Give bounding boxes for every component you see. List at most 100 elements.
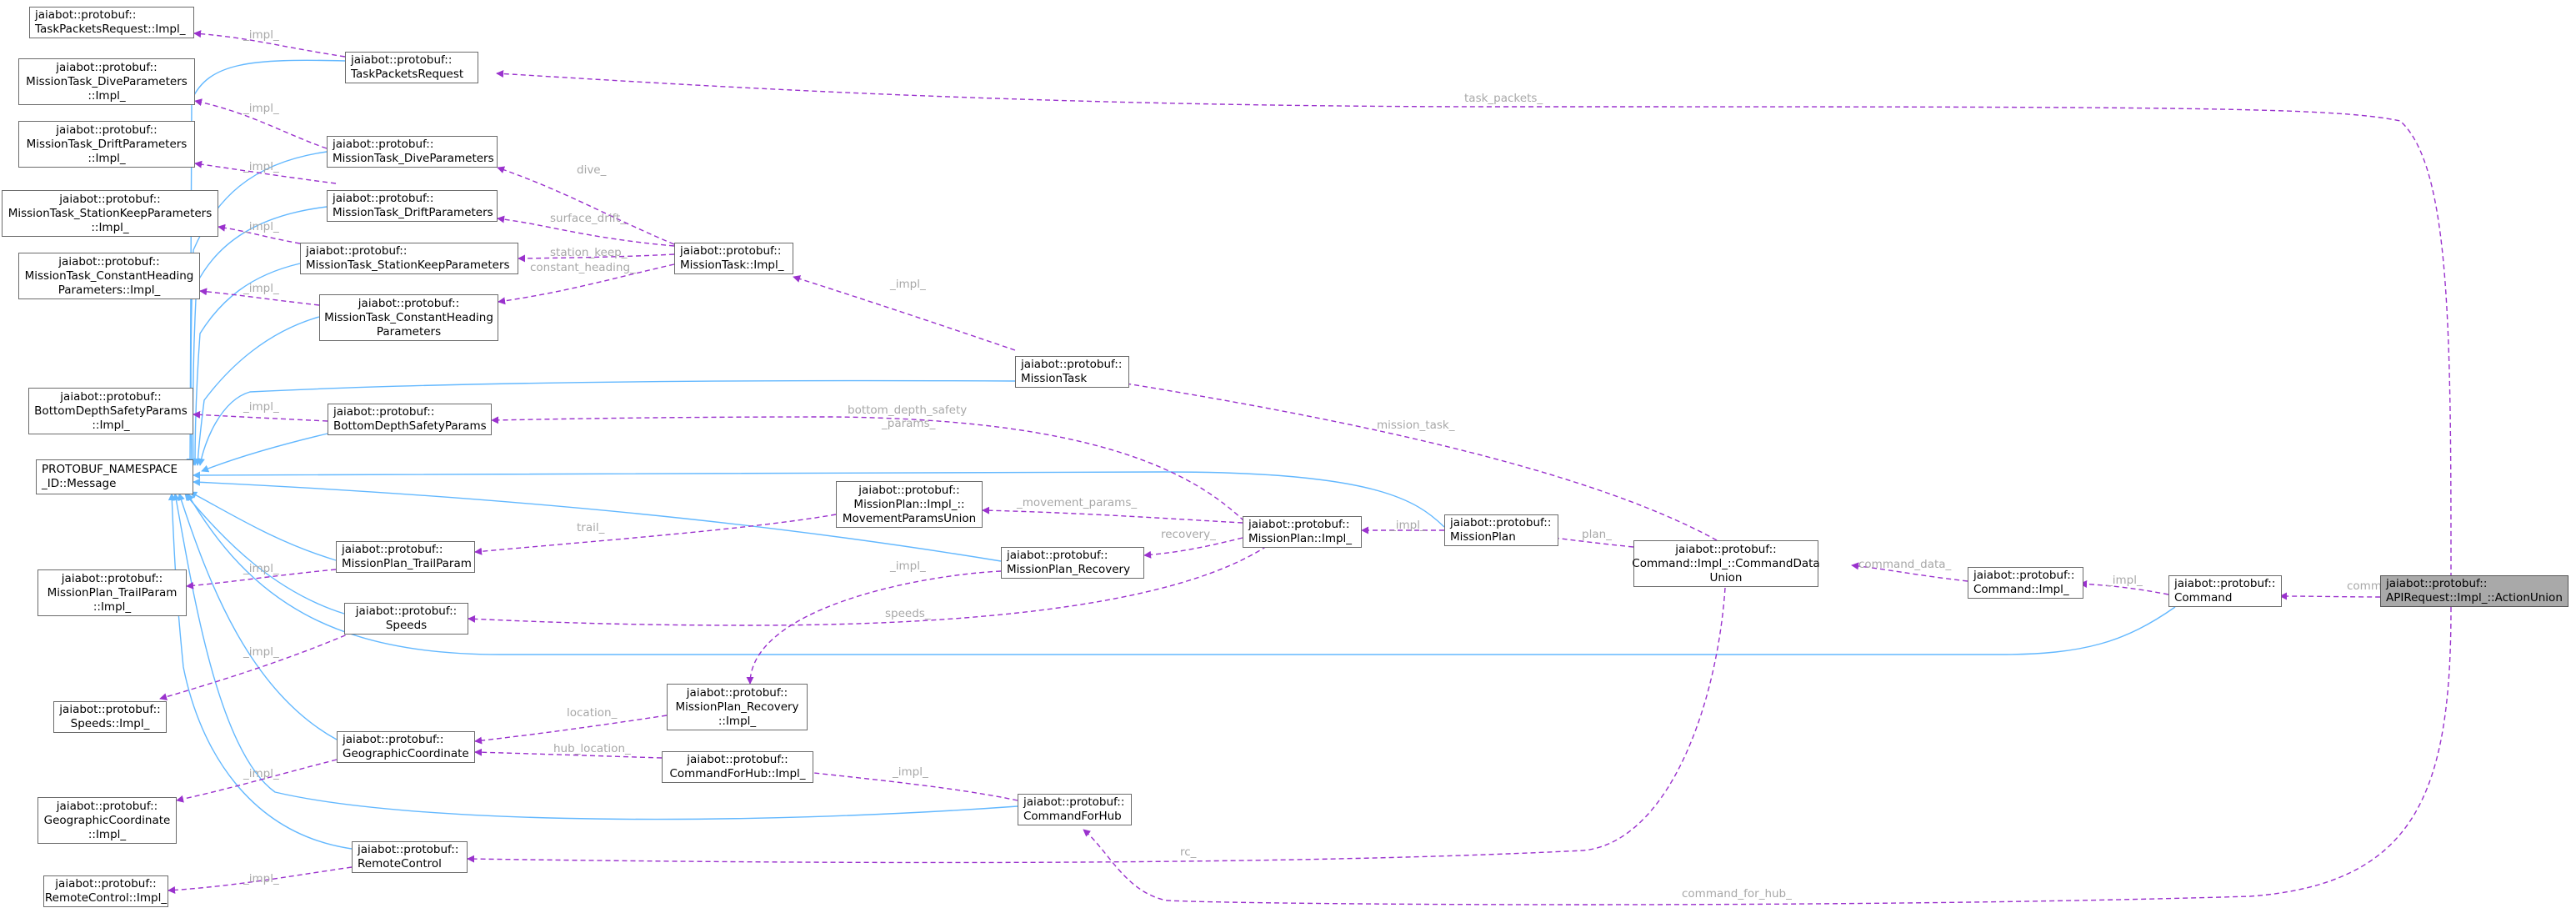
node-speeds[interactable]: jaiabot::protobuf:: Speeds	[344, 603, 468, 635]
edge-label-geo-impl: _impl_	[243, 767, 279, 780]
node-dive-params-impl[interactable]: jaiabot::protobuf:: MissionTask_DivePara…	[18, 58, 195, 105]
node-label-line: jaiabot::protobuf::	[2174, 577, 2276, 590]
edge-label-bottom-depth-1: bottom_depth_safety	[848, 404, 967, 417]
node-label-line: MissionPlan::Impl_	[1248, 532, 1353, 545]
edge-dive-impl	[194, 98, 328, 149]
edge-inherit-trail-param	[189, 491, 337, 561]
edge-command-impl	[2079, 579, 2169, 595]
node-label-line: Speeds::Impl_	[70, 717, 150, 730]
node-label-line: MissionPlan_TrailParam	[47, 585, 178, 599]
node-dive-params[interactable]: jaiabot::protobuf:: MissionTask_DivePara…	[327, 136, 498, 168]
node-command-data-union[interactable]: jaiabot::protobuf:: Command::Impl_::Comm…	[1632, 540, 1820, 587]
node-constant-heading-impl[interactable]: jaiabot::protobuf:: MissionTask_Constant…	[18, 253, 200, 299]
edge-inherit-bottom-depth	[201, 433, 328, 473]
node-label-line: _ID::Message	[42, 477, 117, 490]
node-geo-coord-impl[interactable]: jaiabot::protobuf:: GeographicCoordinate…	[38, 797, 177, 844]
node-mission-task-impl[interactable]: jaiabot::protobuf:: MissionTask::Impl_	[674, 243, 793, 274]
edge-label-location: location_	[567, 706, 618, 720]
edge-rc-impl	[168, 866, 353, 894]
edge-speeds-impl	[159, 628, 362, 701]
node-trail-param[interactable]: jaiabot::protobuf:: MissionPlan_TrailPar…	[336, 541, 475, 573]
node-remote-control[interactable]: jaiabot::protobuf:: RemoteControl	[352, 841, 468, 873]
edge-drift-impl	[194, 160, 337, 184]
node-label-line: MissionTask::Impl_	[680, 258, 784, 272]
node-action-union[interactable]: jaiabot::protobuf:: APIRequest::Impl_::A…	[2380, 575, 2568, 607]
node-drift-params[interactable]: jaiabot::protobuf:: MissionTask_DriftPar…	[327, 190, 498, 222]
node-recovery[interactable]: jaiabot::protobuf:: MissionPlan_Recovery	[1001, 547, 1144, 579]
node-label-line: jaiabot::protobuf::	[61, 571, 163, 585]
node-command[interactable]: jaiabot::protobuf:: Command	[2168, 575, 2282, 607]
node-station-keep-impl[interactable]: jaiabot::protobuf:: MissionTask_StationK…	[2, 190, 218, 237]
node-task-packets-request-impl[interactable]: jaiabot::protobuf:: TaskPacketsRequest::…	[29, 7, 194, 38]
node-command-impl[interactable]: jaiabot::protobuf:: Command::Impl_	[1968, 567, 2083, 599]
edge-mission-task-impl-dive	[497, 166, 675, 245]
edge-label-recovery: recovery_	[1161, 528, 1216, 541]
node-label-line: jaiabot::protobuf::	[333, 192, 434, 205]
node-label-line: MissionPlan_Recovery	[1007, 563, 1131, 576]
edge-label-plan: plan_	[1582, 528, 1612, 541]
edge-command-data-mission-task	[1110, 378, 1718, 541]
node-label-line: jaiabot::protobuf::	[858, 483, 960, 497]
node-label-line: MissionTask_DriftParameters	[26, 137, 188, 151]
edge-label-constant-heading: constant_heading_	[530, 261, 636, 274]
node-task-packets-request[interactable]: jaiabot::protobuf:: TaskPacketsRequest	[345, 52, 478, 83]
edge-inherit-speeds	[184, 493, 345, 615]
node-label-line: Union	[1709, 570, 1743, 584]
node-protobuf-message[interactable]: PROTOBUF_NAMESPACE _ID::Message	[36, 459, 193, 494]
node-label-line: TaskPacketsRequest::Impl_	[35, 23, 186, 36]
node-label-line: CommandForHub	[1023, 810, 1122, 823]
node-label-line: MissionPlan	[1450, 530, 1516, 544]
node-drift-params-impl[interactable]: jaiabot::protobuf:: MissionTask_DriftPar…	[18, 121, 195, 168]
edge-command-for-hub	[1083, 606, 2452, 905]
node-label-line: jaiabot::protobuf::	[333, 405, 435, 419]
node-command-for-hub-impl[interactable]: jaiabot::protobuf:: CommandForHub::Impl_	[662, 751, 813, 783]
node-movement-params-union[interactable]: jaiabot::protobuf:: MissionPlan::Impl_::…	[836, 481, 983, 528]
node-mission-plan-impl[interactable]: jaiabot::protobuf:: MissionPlan::Impl_	[1243, 516, 1362, 548]
edge-constant-impl	[199, 288, 320, 306]
node-label-line: jaiabot::protobuf::	[56, 799, 158, 813]
edge-mission-plan-impl-bottom	[491, 416, 1251, 528]
node-label-line: jaiabot::protobuf::	[1248, 518, 1350, 531]
node-label-line: GeographicCoordinate	[343, 747, 469, 760]
node-constant-heading[interactable]: jaiabot::protobuf:: MissionTask_Constant…	[319, 294, 498, 341]
node-label-line: ::Impl_	[92, 418, 130, 432]
edge-mission-task-impl	[793, 275, 1016, 351]
node-command-for-hub[interactable]: jaiabot::protobuf:: CommandForHub	[1018, 794, 1132, 825]
edge-label-trail-impl: _impl_	[243, 562, 279, 575]
edge-label-command-for-hub-impl: _impl_	[892, 765, 928, 779]
edge-label-hub-location: hub_location_	[553, 742, 631, 755]
node-label-line: PROTOBUF_NAMESPACE	[42, 463, 178, 476]
node-label-line: jaiabot::protobuf::	[680, 244, 782, 258]
node-label-line: RemoteControl::Impl_	[44, 891, 168, 905]
node-bottom-depth-impl[interactable]: jaiabot::protobuf:: BottomDepthSafetyPar…	[28, 388, 193, 434]
edge-label-mission-task-impl: _impl_	[889, 278, 926, 291]
node-speeds-impl[interactable]: jaiabot::protobuf:: Speeds::Impl_	[53, 701, 167, 733]
node-label-line: jaiabot::protobuf::	[1023, 795, 1125, 809]
node-mission-task[interactable]: jaiabot::protobuf:: MissionTask	[1015, 356, 1129, 388]
node-label-line: APIRequest::Impl_::ActionUnion	[2386, 591, 2563, 604]
node-remote-control-impl[interactable]: jaiabot::protobuf:: RemoteControl::Impl_	[43, 875, 168, 907]
edge-tpr-impl	[193, 30, 346, 58]
node-label-line: MissionTask_ConstantHeading	[24, 268, 194, 283]
node-trail-param-impl[interactable]: jaiabot::protobuf:: MissionPlan_TrailPar…	[38, 569, 187, 616]
edge-rc	[467, 587, 1726, 864]
node-label-line: jaiabot::protobuf::	[35, 8, 137, 22]
edge-label-mission-task: mission_task_	[1377, 419, 1455, 432]
edge-label-command-for-hub: command_for_hub_	[1682, 887, 1792, 900]
node-label-line: jaiabot::protobuf::	[358, 843, 459, 856]
node-label-line: MissionPlan_Recovery	[675, 700, 799, 714]
node-bottom-depth[interactable]: jaiabot::protobuf:: BottomDepthSafetyPar…	[328, 404, 492, 435]
edge-label-station-keep: station_keep_	[550, 246, 628, 259]
node-label-line: jaiabot::protobuf::	[351, 53, 453, 67]
node-label-line: jaiabot::protobuf::	[2386, 577, 2488, 590]
node-label-line: jaiabot::protobuf::	[1675, 542, 1777, 556]
node-recovery-impl[interactable]: jaiabot::protobuf:: MissionPlan_Recovery…	[667, 684, 808, 730]
edge-label-dive: dive_	[577, 163, 607, 177]
node-label-line: ::Impl_	[91, 220, 129, 234]
node-mission-plan[interactable]: jaiabot::protobuf:: MissionPlan	[1444, 514, 1558, 546]
node-geo-coord[interactable]: jaiabot::protobuf:: GeographicCoordinate	[337, 731, 475, 763]
node-station-keep[interactable]: jaiabot::protobuf:: MissionTask_StationK…	[300, 243, 518, 274]
node-label-line: MissionTask_StationKeepParameters	[306, 258, 510, 272]
edge-labels: _impl_ _impl_ _impl_ _impl_ _impl_ _impl…	[243, 28, 2408, 900]
